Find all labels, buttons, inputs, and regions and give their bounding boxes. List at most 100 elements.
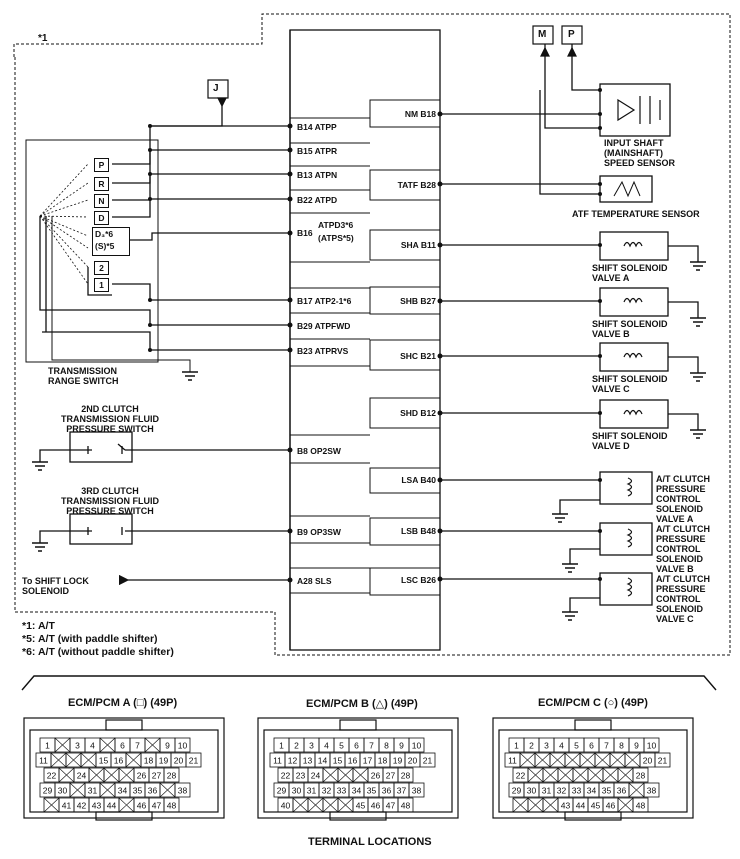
terminal-number: 36 (148, 786, 158, 796)
terminal-number: 28 (167, 771, 177, 781)
atf-temp-sensor-body (599, 175, 653, 203)
terminal-number: 16 (114, 756, 124, 766)
terminal-number: 3 (309, 741, 314, 751)
connector-a-title: ECM/PCM A (□) (49P) (68, 697, 178, 709)
range-position-1: 1 (94, 278, 109, 292)
terminal-number: 11 (273, 756, 282, 766)
terminal-number: 11 (508, 756, 517, 766)
terminal-number: 48 (636, 801, 646, 811)
pin-b15: B15 ATPR (297, 146, 338, 156)
terminal-empty-mark (512, 797, 529, 813)
terminal-empty-mark (50, 752, 67, 768)
pin-a28: A28 SLS (297, 576, 332, 586)
terminal-empty-mark (564, 752, 581, 768)
range-position-r: R (94, 177, 109, 191)
terminal-empty-mark (159, 782, 176, 798)
terminal-number: 43 (561, 801, 571, 811)
terminal-number: 8 (619, 741, 624, 751)
terminal-number: 19 (159, 756, 169, 766)
terminal-empty-mark (337, 797, 354, 813)
terminal-number: 24 (311, 771, 321, 781)
terminal-number: 27 (152, 771, 162, 781)
terminal-empty-mark (557, 767, 574, 783)
terminal-number: 7 (604, 741, 609, 751)
terminal-number: 12 (288, 756, 298, 766)
terminal-empty-mark (307, 797, 324, 813)
terminal-number: 22 (281, 771, 291, 781)
terminal-number: 48 (167, 801, 177, 811)
pin-b23: B23 ATPRVS (297, 346, 349, 356)
terminal-empty-mark (292, 797, 309, 813)
terminal-number: 10 (412, 741, 422, 751)
terminal-number: 38 (647, 786, 657, 796)
terminal-number: 27 (386, 771, 396, 781)
terminal-empty-mark (624, 752, 641, 768)
terminal-empty-mark (65, 752, 82, 768)
shift-solenoid-c-label: SHIFT SOLENOID VALVE C (592, 374, 668, 394)
terminal-number: 23 (296, 771, 306, 781)
terminal-empty-mark (118, 767, 135, 783)
terminal-number: 20 (408, 756, 418, 766)
shift-solenoid-b-label: SHIFT SOLENOID VALVE B (592, 319, 668, 339)
terminal-cell (174, 737, 191, 753)
terminal-empty-mark (118, 797, 135, 813)
terminal-empty-mark (99, 737, 116, 753)
connector-m: M (538, 29, 547, 40)
connector-housing (492, 717, 694, 819)
clutch3-switch-label: 3RD CLUTCH TRANSMISSION FLUID PRESSURE S… (61, 486, 159, 516)
pin-b8: B8 OP2SW (297, 446, 341, 456)
connector-lock-tab (574, 719, 612, 731)
pin-b26: LSC B26 (401, 575, 436, 585)
terminal-number: 21 (658, 756, 668, 766)
range-switch-label: TRANSMISSION RANGE SWITCH (48, 366, 119, 386)
terminal-number: 30 (292, 786, 302, 796)
terminal-number: 42 (77, 801, 87, 811)
terminal-number: 31 (88, 786, 98, 796)
pin-b11: SHA B11 (400, 240, 436, 250)
terminal-cell (397, 767, 414, 783)
shift-solenoid-a-label: SHIFT SOLENOID VALVE A (592, 263, 668, 283)
footnote-6: *6: A/T (without paddle shifter) (22, 646, 174, 658)
terminal-number: 6 (354, 741, 359, 751)
pin-b16-atps: (ATPS*5) (318, 233, 354, 243)
terminal-number: 36 (617, 786, 627, 796)
pin-b12: SHD B12 (400, 408, 436, 418)
terminal-empty-mark (527, 767, 544, 783)
pin-b17: B17 ATP2-1*6 (297, 296, 352, 306)
terminal-empty-mark (88, 767, 105, 783)
terminal-number: 36 (382, 786, 392, 796)
pin-b48: LSB B48 (401, 526, 436, 536)
terminal-number: 31 (542, 786, 552, 796)
terminal-number: 15 (333, 756, 343, 766)
terminal-number: 9 (165, 741, 170, 751)
terminal-cell (632, 767, 649, 783)
terminal-cell (174, 782, 191, 798)
terminal-number: 9 (399, 741, 404, 751)
terminal-number: 47 (152, 801, 162, 811)
terminal-number: 32 (557, 786, 567, 796)
pin-b29: B29 ATPFWD (297, 321, 351, 331)
terminal-number: 20 (643, 756, 653, 766)
terminal-locations-title: TERMINAL LOCATIONS (308, 836, 432, 848)
terminal-number: 30 (58, 786, 68, 796)
terminal-empty-mark (54, 737, 71, 753)
terminal-empty-mark (549, 752, 566, 768)
lin-solenoid-a-label: A/T CLUTCH PRESSURE CONTROL SOLENOID VAL… (656, 474, 710, 524)
terminal-empty-mark (58, 767, 75, 783)
terminal-number: 41 (62, 801, 72, 811)
terminal-number: 43 (92, 801, 102, 811)
terminal-number: 35 (602, 786, 612, 796)
connector-lock-tab (105, 719, 143, 731)
terminal-cell (654, 752, 671, 768)
terminal-number: 46 (371, 801, 381, 811)
terminal-empty-mark (602, 767, 619, 783)
terminal-number: 6 (120, 741, 125, 751)
terminal-number: 21 (189, 756, 199, 766)
terminal-number: 21 (423, 756, 433, 766)
terminal-number: 29 (277, 786, 287, 796)
terminal-number: 18 (144, 756, 154, 766)
terminal-number: 29 (512, 786, 522, 796)
terminal-number: 44 (107, 801, 117, 811)
range-position-d3-s-box: D₃*6 (S)*5 (92, 227, 130, 256)
